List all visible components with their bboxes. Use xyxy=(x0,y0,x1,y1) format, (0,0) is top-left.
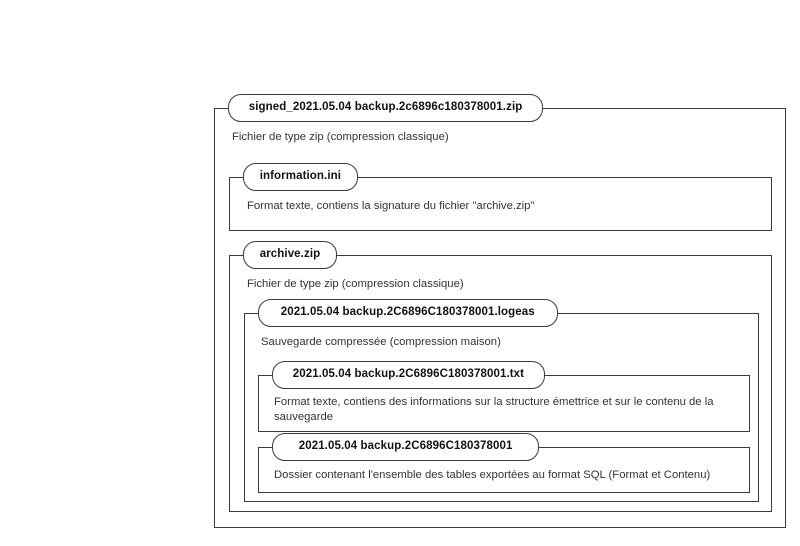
header-rule-left xyxy=(228,176,243,178)
node-archive-zip-description: Fichier de type zip (compression classiq… xyxy=(247,278,464,290)
header-rule-left xyxy=(228,254,243,256)
node-backup-folder-description: Dossier contenant l'ensemble des tables … xyxy=(274,469,711,481)
header-rule-right xyxy=(545,374,751,376)
node-backup-logeas-title[interactable]: 2021.05.04 backup.2C6896C180378001.logea… xyxy=(257,298,558,328)
node-backup-logeas: 2021.05.04 backup.2C6896C180378001.logea… xyxy=(243,298,760,502)
node-backup-txt: 2021.05.04 backup.2C6896C180378001.txt F… xyxy=(257,360,751,432)
node-information-ini-title[interactable]: information.ini xyxy=(242,162,359,192)
node-information-ini-description: Format texte, contiens la signature du f… xyxy=(247,200,535,212)
node-signed-zip: signed_2021.05.04 backup.2c6896c18037800… xyxy=(213,93,787,528)
node-backup-folder: 2021.05.04 backup.2C6896C180378001 Dossi… xyxy=(257,432,751,493)
node-signed-zip-title[interactable]: signed_2021.05.04 backup.2c6896c18037800… xyxy=(227,93,544,123)
node-backup-txt-description: Format texte, contiens des informations … xyxy=(274,396,714,423)
node-backup-logeas-description: Sauvegarde compressée (compression maiso… xyxy=(261,336,501,348)
node-archive-zip-title[interactable]: archive.zip xyxy=(242,240,338,270)
node-information-ini: information.ini Format texte, contiens l… xyxy=(228,162,773,231)
header-rule-right xyxy=(539,446,751,448)
node-signed-zip-description: Fichier de type zip (compression classiq… xyxy=(232,131,449,143)
header-rule-left xyxy=(213,107,228,109)
header-rule-right xyxy=(543,107,787,109)
header-rule-left xyxy=(257,374,272,376)
node-backup-txt-title[interactable]: 2021.05.04 backup.2C6896C180378001.txt xyxy=(271,360,546,390)
header-rule-right xyxy=(337,254,773,256)
header-rule-right xyxy=(358,176,773,178)
header-rule-left xyxy=(243,312,258,314)
header-rule-left xyxy=(257,446,272,448)
header-rule-right xyxy=(557,312,760,314)
node-backup-folder-title[interactable]: 2021.05.04 backup.2C6896C180378001 xyxy=(271,432,540,462)
node-archive-zip: archive.zip Fichier de type zip (compres… xyxy=(228,240,773,512)
